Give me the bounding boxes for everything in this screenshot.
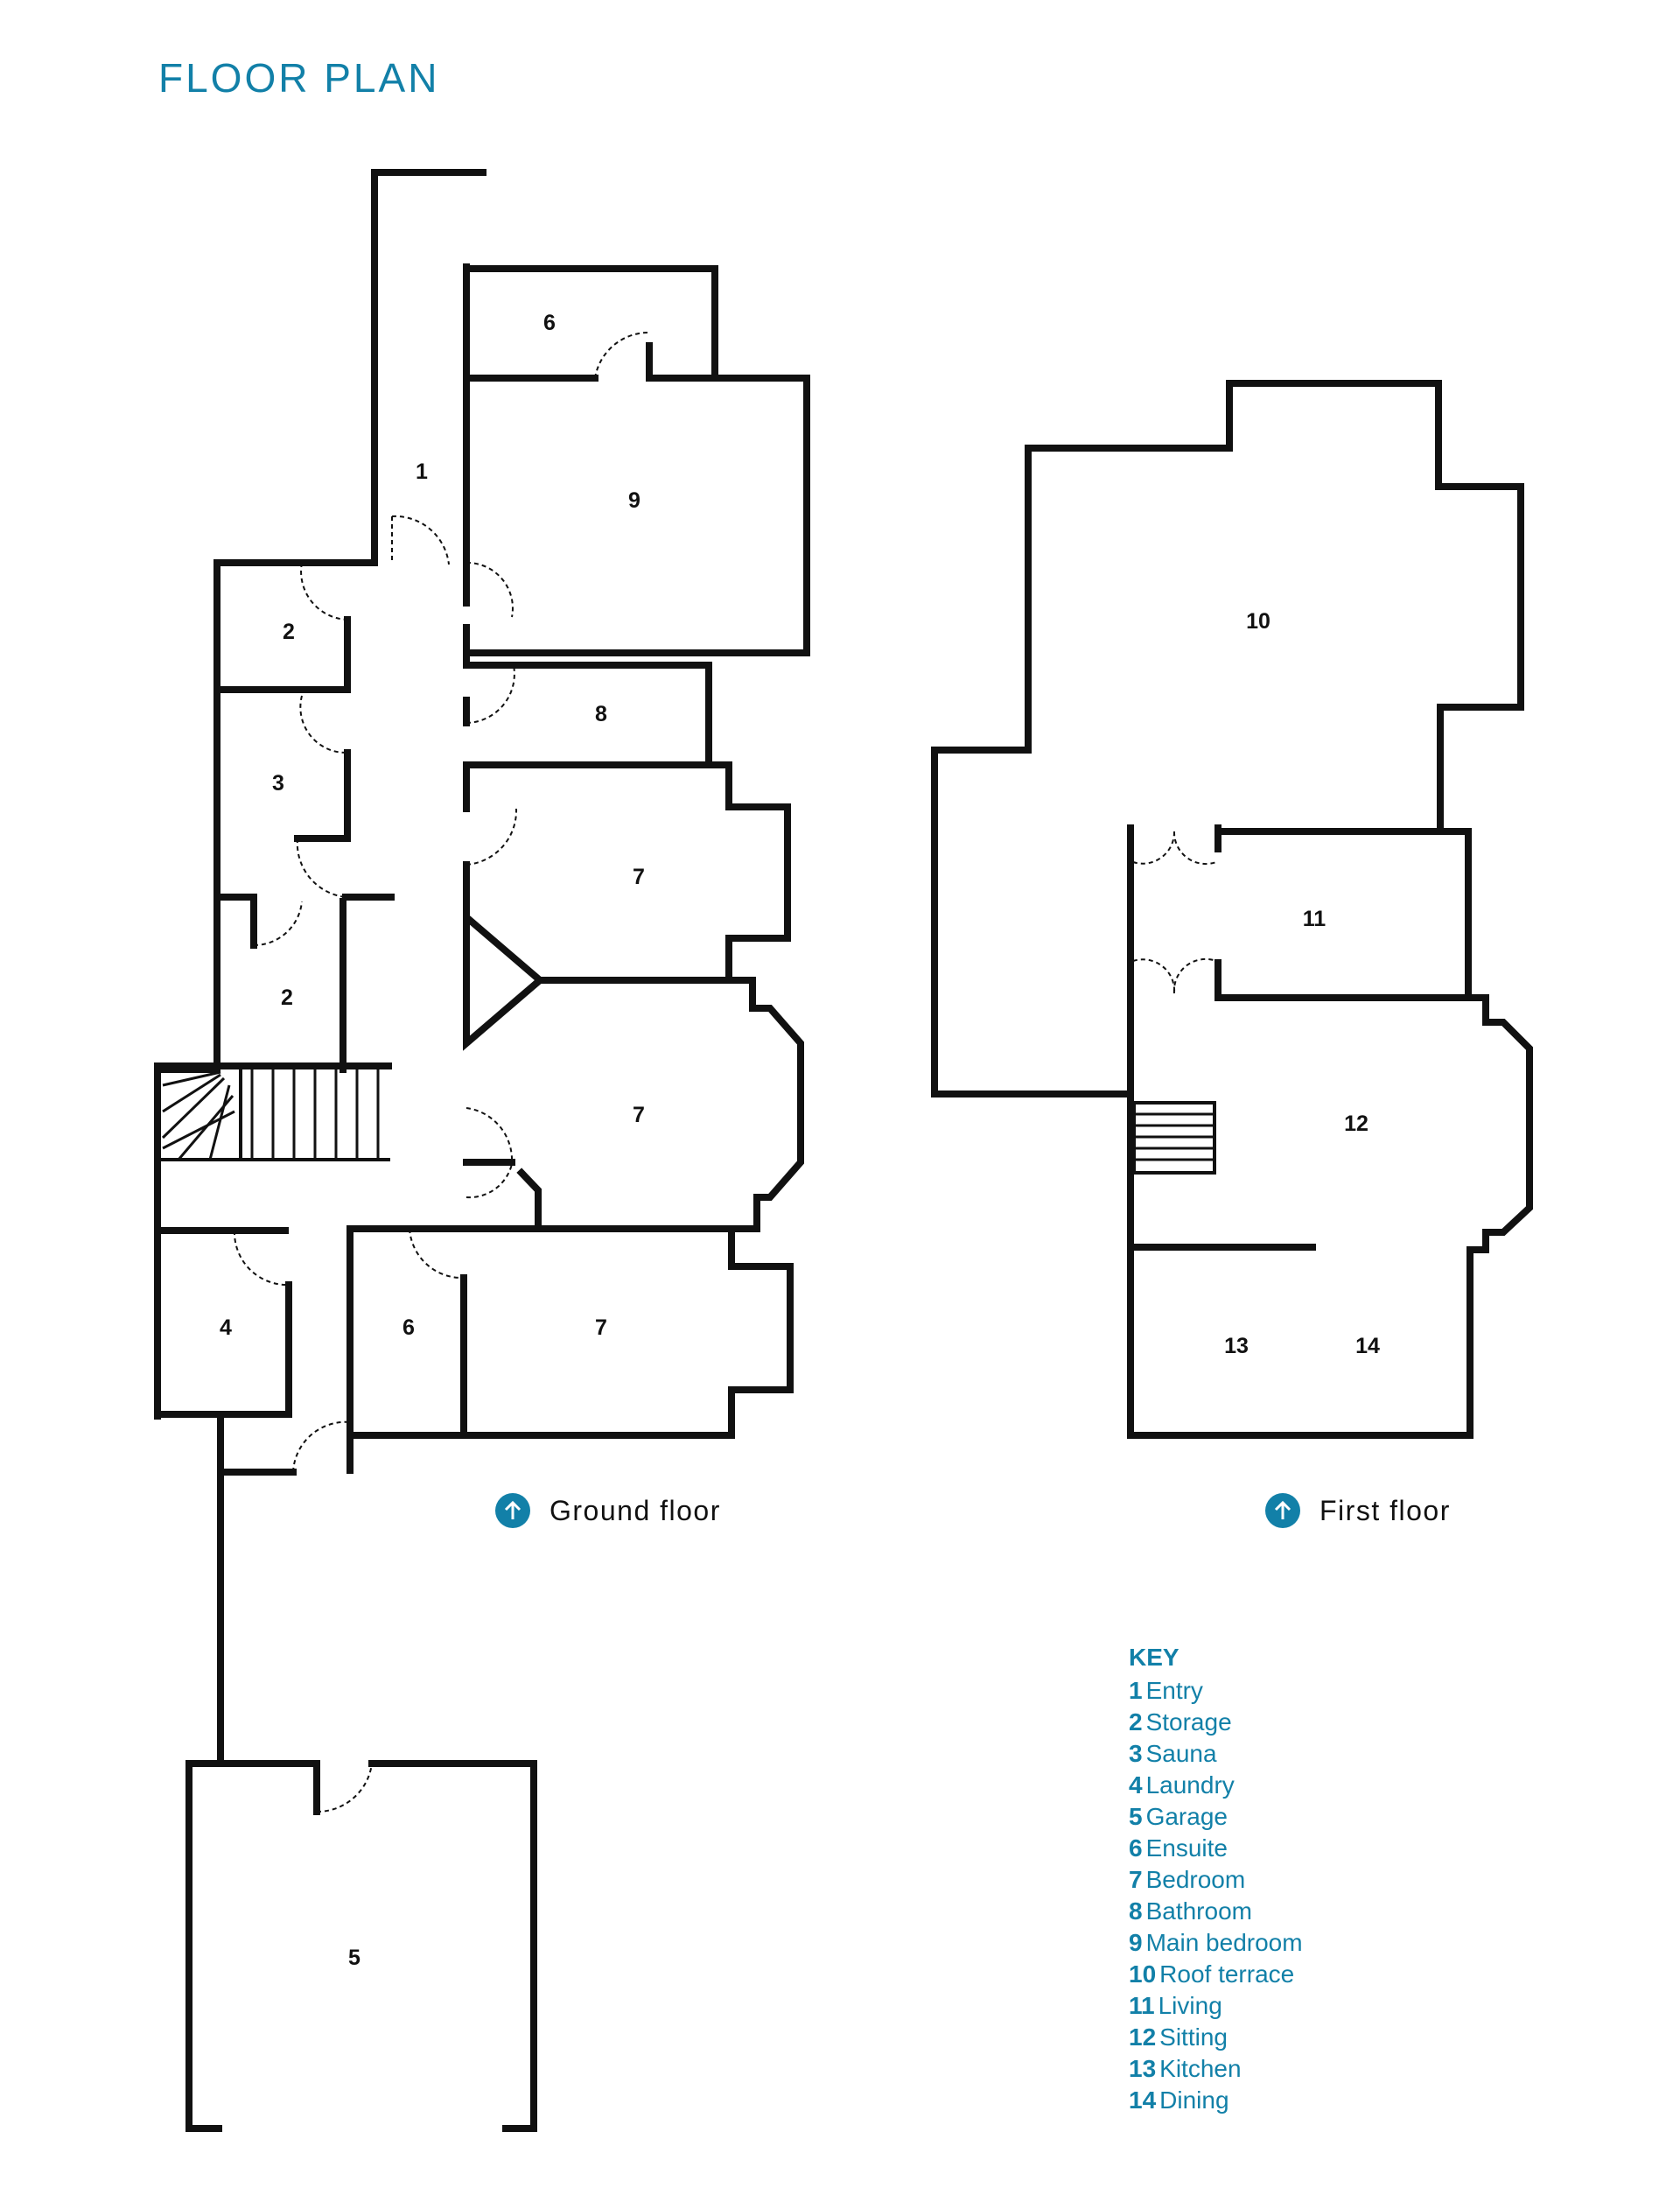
room-number-roof-terrace: 10	[1246, 609, 1270, 634]
key-item-number: 2	[1129, 1708, 1143, 1736]
key-item-number: 4	[1129, 1771, 1143, 1799]
roof-terrace-walls	[931, 380, 1524, 1098]
first-floor-label: First floor	[1265, 1493, 1451, 1528]
key-item-number: 9	[1129, 1929, 1143, 1956]
first-stairs	[1132, 1101, 1216, 1175]
bedroom-middle-walls	[463, 977, 804, 1232]
key-item-number: 13	[1129, 2055, 1157, 2082]
ground-floor-caption: Ground floor	[550, 1494, 721, 1526]
first-floor-plan: 10 11 12 13 14	[931, 380, 1533, 1439]
bedroom-upper-walls	[463, 761, 791, 1051]
key-item-number: 12	[1129, 2023, 1157, 2051]
ground-stairs	[154, 1062, 392, 1420]
key-item-number: 11	[1129, 1992, 1155, 2019]
key-item-label: Dining	[1159, 2086, 1229, 2114]
room-number-bathroom: 8	[595, 702, 607, 726]
key-item-number: 10	[1129, 1960, 1157, 1988]
room-number-living: 11	[1303, 907, 1326, 931]
bedroom-lower-walls	[460, 1225, 794, 1439]
key-item-label: Main bedroom	[1145, 1929, 1303, 1956]
room-number-sitting: 12	[1344, 1112, 1368, 1136]
room-number-kitchen: 13	[1224, 1334, 1249, 1358]
key-item-number: 14	[1129, 2086, 1157, 2114]
ground-room-numbers: 1 2 3 2 4 5 6 6 7 7 7 8 9	[220, 311, 645, 1970]
main-bedroom-walls	[463, 375, 810, 669]
garage-walls	[186, 1760, 537, 2132]
ground-floor-label: Ground floor	[495, 1493, 721, 1528]
room-number-dining: 14	[1355, 1334, 1380, 1358]
key-item-label: Bathroom	[1145, 1897, 1252, 1925]
room-number-bedroom-lower: 7	[595, 1315, 607, 1340]
first-door-swings	[1132, 831, 1217, 994]
key-item-label: Entry	[1145, 1677, 1203, 1704]
ensuite-lower-walls	[346, 1225, 467, 1474]
room-number-garage: 5	[348, 1946, 360, 1970]
key-item-label: Ensuite	[1145, 1834, 1228, 1862]
key-item-label: Kitchen	[1159, 2055, 1242, 2082]
room-number-entry: 1	[416, 459, 428, 484]
ensuite-top-walls	[463, 265, 810, 382]
ground-door-swings	[233, 331, 650, 1813]
key-item-number: 7	[1129, 1866, 1143, 1893]
living-walls	[1127, 824, 1489, 1439]
room-number-ensuite-lower: 6	[402, 1315, 415, 1340]
key-item-label: Sitting	[1159, 2023, 1228, 2051]
sauna-walls	[214, 686, 395, 901]
first-floor-caption: First floor	[1320, 1494, 1451, 1526]
north-arrow-icon	[1265, 1493, 1300, 1528]
room-number-main-bedroom: 9	[628, 488, 640, 513]
key-item-label: Bedroom	[1145, 1866, 1246, 1893]
key-item-number: 6	[1129, 1834, 1143, 1862]
key-item-number: 3	[1129, 1740, 1143, 1767]
key-item-number: 5	[1129, 1803, 1143, 1830]
north-arrow-icon	[495, 1493, 530, 1528]
storage-top-walls	[214, 559, 378, 693]
key-item-label: Living	[1158, 1992, 1222, 2019]
page-title: FLOOR PLAN	[158, 55, 440, 101]
key-item-label: Storage	[1145, 1708, 1232, 1736]
ground-floor-plan: 1 2 3 2 4 5 6 6 7 7 7 8 9	[154, 169, 810, 2132]
key-item-label: Garage	[1145, 1803, 1228, 1830]
room-number-laundry: 4	[220, 1315, 232, 1340]
key-item-label: Sauna	[1145, 1740, 1217, 1767]
room-number-storage-lower: 2	[281, 985, 293, 1010]
room-number-sauna: 3	[272, 771, 284, 796]
first-room-numbers: 10 11 12 13 14	[1224, 609, 1380, 1358]
key-item-label: Laundry	[1145, 1771, 1235, 1799]
key-item-number: 1	[1129, 1677, 1143, 1704]
room-number-bedroom-upper: 7	[633, 865, 645, 889]
room-number-storage-top: 2	[283, 620, 295, 644]
garage-corridor-walls	[217, 1411, 297, 1767]
key-item-label: Roof terrace	[1159, 1960, 1295, 1988]
room-number-ensuite-top: 6	[543, 311, 556, 335]
bathroom-walls	[463, 662, 712, 768]
room-number-bedroom-middle: 7	[633, 1103, 645, 1127]
key-item-number: 8	[1129, 1897, 1143, 1925]
key-title: KEY	[1129, 1644, 1180, 1671]
sitting-walls	[1127, 994, 1533, 1439]
storage-lower-walls	[250, 894, 346, 1073]
